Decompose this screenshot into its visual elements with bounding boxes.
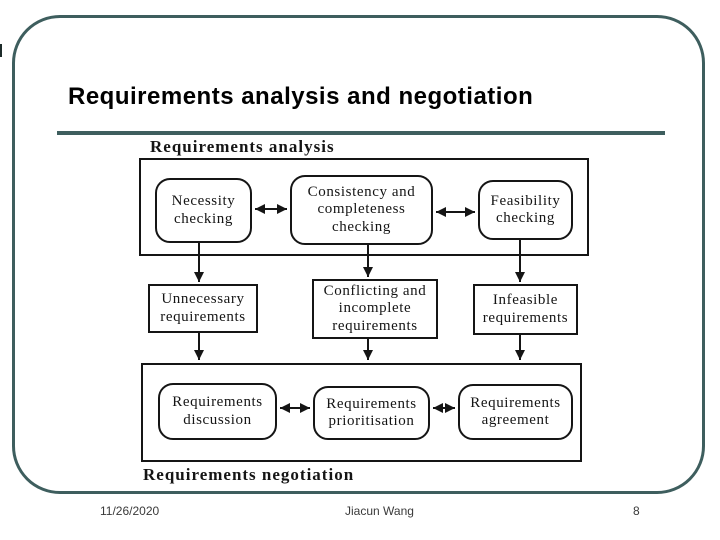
negotiation-group-container [141,363,582,462]
footer-author: Jiacun Wang [345,504,414,518]
footer-date: 11/26/2020 [100,504,160,518]
title-divider-rule [57,131,665,135]
box-requirements-prioritisation: Requirements prioritisation [313,386,430,440]
box-infeasible-requirements: Infeasible requirements [473,284,578,335]
box-conflicting-incomplete-requirements: Conflicting and incomplete requirements [312,279,438,339]
scan-edge-artifact [0,44,2,57]
box-consistency-completeness-checking: Consistency and completeness checking [290,175,433,245]
box-unnecessary-requirements: Unnecessary requirements [148,284,258,333]
footer-page-number: 8 [633,504,640,518]
slide-title: Requirements analysis and negotiation [68,83,534,110]
box-requirements-agreement: Requirements agreement [458,384,573,440]
negotiation-group-label: Requirements negotiation [143,465,355,484]
box-necessity-checking: Necessity checking [155,178,252,243]
box-feasibility-checking: Feasibility checking [478,180,573,240]
slide-border-frame [12,15,705,494]
analysis-group-container [139,158,589,256]
box-requirements-discussion: Requirements discussion [158,383,277,440]
analysis-group-label: Requirements analysis [150,137,335,156]
